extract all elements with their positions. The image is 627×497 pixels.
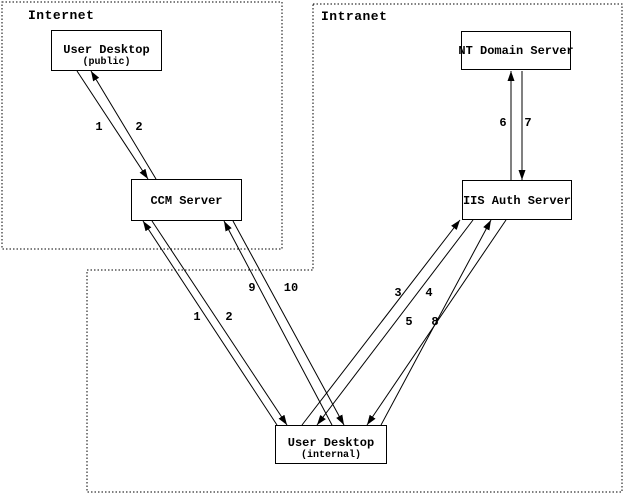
edge-label-4: 4 [425, 286, 433, 300]
edge-label-1: 1 [95, 120, 103, 134]
region-label-intranet: Intranet [321, 9, 388, 24]
node-label: CCM Server [150, 193, 223, 208]
node-label: NT Domain Server [458, 44, 574, 58]
edge-10-ccm-server-to-user-desktop-internal [232, 220, 345, 426]
edge-8-iis-auth-server-to-user-desktop-internal [366, 219, 507, 426]
node-user-desktop-public: User Desktop(public) [51, 30, 162, 71]
node-user-desktop-internal: User Desktop(internal) [275, 425, 387, 464]
edge-label-3: 3 [394, 286, 402, 300]
edge-label-5: 5 [405, 315, 413, 329]
node-label: IIS Auth Server [462, 193, 572, 208]
node-sublabel: (internal) [300, 450, 361, 461]
node-label: User Desktop [287, 436, 375, 450]
edge-label-2: 2 [135, 120, 143, 134]
edge-label-10: 10 [283, 281, 299, 295]
edge-2-ccm-server-to-user-desktop-internal [151, 220, 288, 426]
edge-1-user-desktop-internal-to-ccm-server [142, 220, 278, 426]
edge-label-1: 1 [193, 310, 201, 324]
node-label: User Desktop [63, 43, 150, 57]
node-iis-auth-server: IIS Auth Server [462, 180, 572, 220]
edge-1-user-desktop-public-to-ccm-server [76, 70, 149, 180]
edge-label-6: 6 [499, 116, 507, 130]
region-outline-internet [1, 1, 283, 250]
edge-4-iis-auth-server-to-user-desktop-internal [316, 219, 474, 426]
region-outline-intranet [86, 3, 623, 493]
region-label-internet: Internet [28, 8, 95, 23]
edge-3-user-desktop-internal-to-iis-auth-server [301, 219, 461, 426]
edge-label-7: 7 [524, 116, 532, 130]
edge-label-8: 8 [431, 315, 439, 329]
edge-9-user-desktop-internal-to-ccm-server [223, 220, 333, 426]
node-sublabel: (public) [82, 57, 131, 68]
node-ccm-server: CCM Server [131, 179, 242, 221]
edge-label-2: 2 [225, 310, 233, 324]
node-nt-domain-server: NT Domain Server [458, 31, 574, 70]
edge-label-9: 9 [248, 281, 256, 295]
edge-2-ccm-server-to-user-desktop-public [90, 70, 157, 180]
